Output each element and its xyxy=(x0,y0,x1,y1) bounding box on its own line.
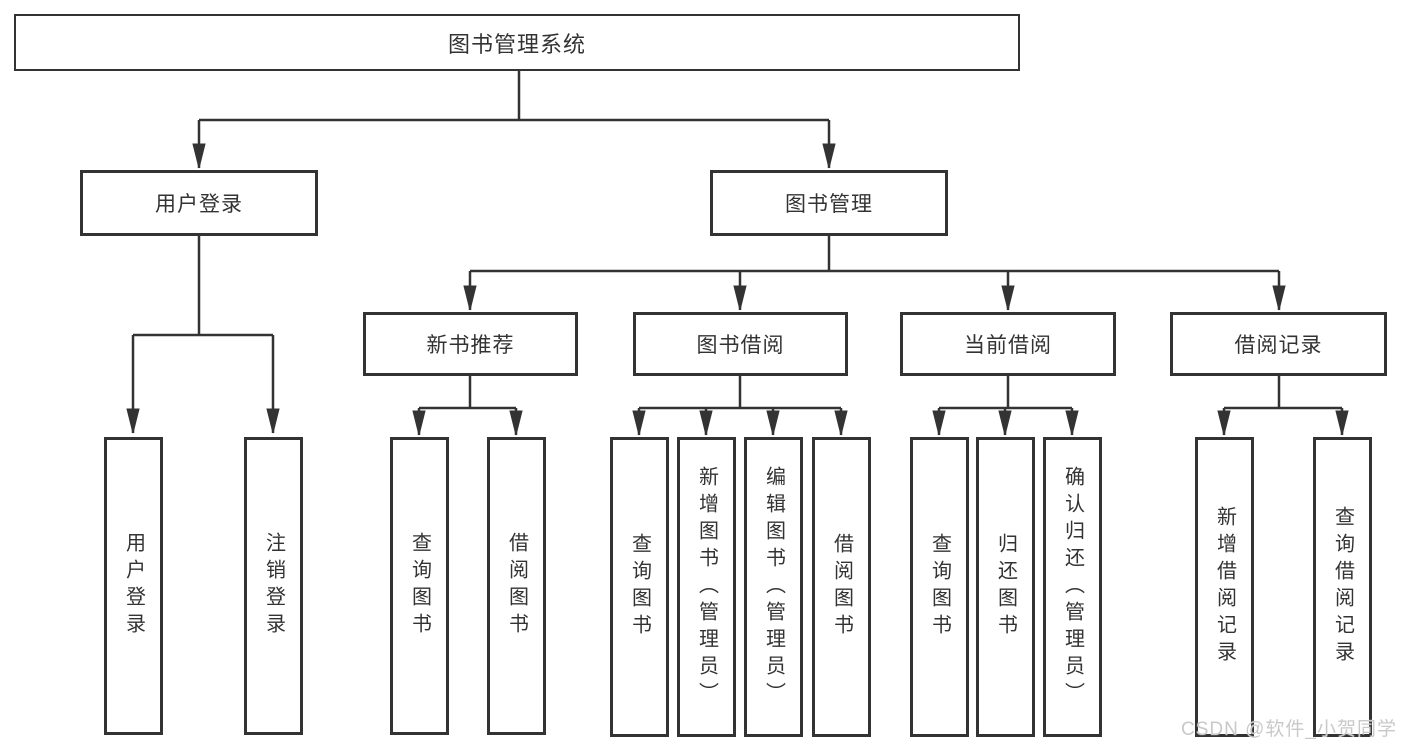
leaf-borrow-books-1: 借阅图书 xyxy=(487,437,546,735)
node-root-system: 图书管理系统 xyxy=(14,14,1020,71)
leaf-query-books-3: 查询图书 xyxy=(910,437,969,737)
leaf-return-books: 归还图书 xyxy=(976,437,1035,737)
leaf-confirm-return-admin: 确认归还（管理员） xyxy=(1043,437,1102,737)
node-new-book-recommend: 新书推荐 xyxy=(363,312,578,376)
csdn-watermark: CSDN @软件_小贺同学 xyxy=(1181,719,1397,740)
leaf-query-books-2: 查询图书 xyxy=(610,437,669,737)
leaf-add-borrow-record: 新增借阅记录 xyxy=(1195,437,1254,737)
leaf-query-borrow-record: 查询借阅记录 xyxy=(1313,437,1372,737)
leaf-logout: 注销登录 xyxy=(244,437,303,735)
node-book-borrow: 图书借阅 xyxy=(633,312,848,376)
leaf-query-books-1: 查询图书 xyxy=(390,437,449,735)
leaf-user-login: 用户登录 xyxy=(104,437,163,735)
leaf-borrow-books-2: 借阅图书 xyxy=(812,437,871,737)
node-user-login: 用户登录 xyxy=(80,170,318,236)
node-book-management: 图书管理 xyxy=(710,170,948,236)
node-borrow-records: 借阅记录 xyxy=(1170,312,1387,376)
node-current-borrow: 当前借阅 xyxy=(900,312,1116,376)
leaf-edit-books-admin: 编辑图书（管理员） xyxy=(744,437,803,737)
leaf-add-books-admin: 新增图书（管理员） xyxy=(677,437,736,737)
